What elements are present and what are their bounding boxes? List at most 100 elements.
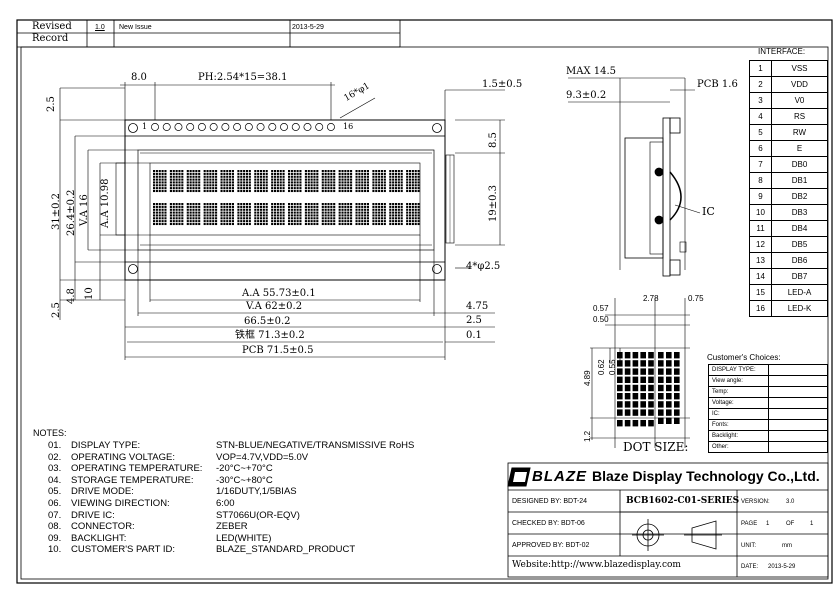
dim-height-aa: A.A 10.98 (100, 178, 111, 228)
pin-number: 5 (749, 124, 772, 141)
dim-right-8-5: 8.5 (488, 132, 499, 148)
dim-pin-offset: 8.0 (131, 72, 147, 83)
pin-number: 9 (749, 188, 772, 205)
pin-number: 11 (749, 220, 772, 237)
note-number: 10. (48, 544, 62, 556)
choice-value (768, 441, 828, 453)
dot-dim-4-89: 4.89 (583, 370, 592, 386)
page-label: PAGE (741, 521, 758, 527)
checked-by: CHECKED BY: BDT-06 (512, 520, 585, 527)
part-number: BCB1602-C01-SERIES (626, 496, 740, 506)
pin-number: 1 (749, 60, 772, 77)
choices-table: DISPLAY TYPE:View angle:Temp:Voltage:IC:… (708, 364, 828, 453)
page-value: 1 (766, 521, 770, 527)
dot-matrix-cell (617, 352, 680, 427)
title-block (507, 462, 829, 578)
note-number: 09. (48, 532, 62, 544)
note-value: LED(WHITE) (216, 532, 272, 544)
choice-value (768, 397, 828, 409)
pin-hole (291, 123, 300, 131)
dot-dim-1-2: 1.2 (583, 430, 592, 442)
note-value: 6:00 (216, 498, 235, 509)
company-logo: BLAZE (532, 468, 587, 485)
dot-dim-2-78: 2.78 (643, 294, 659, 303)
pin-name: DB1 (771, 172, 828, 189)
dim-height-va: V.A 16 (79, 194, 90, 226)
choices-row: Voltage: (708, 397, 828, 409)
note-key: CONNECTOR: (71, 521, 135, 533)
pin-name: DB4 (771, 220, 828, 237)
dot-dim-0-62: 0.62 (597, 359, 606, 375)
dot-size-title: DOT SIZE: (623, 440, 689, 454)
choice-label: IC: (708, 408, 769, 420)
dim-height-total: 31±0.2 (51, 192, 62, 230)
pin-number: 7 (749, 156, 772, 173)
pin-number: 2 (749, 76, 772, 93)
dot-dim-0-50: 0.50 (593, 315, 609, 324)
note-value: -30°C~+80°C (216, 474, 273, 486)
note-value: ZEBER (216, 521, 248, 533)
note-key: BACKLIGHT: (71, 532, 127, 544)
unit-value: mm (782, 543, 792, 549)
note-number: 04. (48, 474, 62, 486)
choice-label: View angle: (708, 375, 769, 387)
dim-r-2-5: 2.5 (466, 315, 482, 326)
logo-mark (507, 467, 531, 487)
choice-label: Backlight: (708, 430, 769, 442)
pin-hole (221, 123, 230, 131)
choice-label: Temp: (708, 386, 769, 398)
pin-hole (256, 123, 265, 131)
of-label: OF (786, 521, 795, 527)
note-value: ST7066U(OR-EQV) (216, 509, 300, 521)
pin-hole (303, 123, 312, 131)
date-label: DATE: (741, 564, 759, 570)
interface-title: INTERFACE: (758, 47, 806, 56)
note-value: 1/16DUTY,1/5BIAS (216, 486, 297, 498)
dim-max-thickness: MAX 14.5 (566, 66, 617, 77)
inner-border (20, 46, 829, 580)
pin-number: 3 (749, 92, 772, 109)
pin-number: 16 (749, 300, 772, 317)
choice-value (768, 364, 828, 376)
dim-bottom-10: 10 (84, 287, 95, 300)
note-number: 06. (48, 498, 62, 509)
choices-row: View angle: (708, 375, 828, 387)
dim-66-5-width: 66.5±0.2 (244, 316, 291, 327)
choice-value (768, 430, 828, 442)
note-number: 08. (48, 521, 62, 533)
side-view (568, 77, 701, 277)
choices-title: Customer's Choices: (707, 353, 781, 362)
dim-pcb-width: PCB 71.5±0.5 (242, 345, 314, 356)
revision-label: Revised (32, 21, 72, 32)
pin-hole (268, 123, 277, 131)
pin-hole (186, 123, 195, 131)
note-key: DRIVE MODE: (71, 486, 134, 498)
note-key: VIEWING DIRECTION: (71, 498, 170, 509)
revision-date: 2013-5-29 (292, 24, 324, 31)
pin-hole (174, 123, 183, 131)
pin-hole (162, 123, 171, 131)
dot-dim-0-57: 0.57 (593, 304, 609, 313)
note-key: DISPLAY TYPE: (71, 440, 141, 451)
note-value: STN-BLUE/NEGATIVE/TRANSMISSIVE RoHS (216, 440, 415, 451)
note-number: 03. (48, 463, 62, 475)
pin-16-label: 16 (343, 122, 354, 131)
unit-label: UNIT: (741, 543, 756, 549)
pin-name: DB0 (771, 156, 828, 173)
note-key: OPERATING VOLTAGE: (71, 451, 175, 463)
dim-va-width: V.A 62±0.2 (246, 301, 303, 312)
choice-label: Other: (708, 441, 769, 453)
approved-by: APPROVED BY: BDT-02 (512, 542, 590, 549)
choice-label: DISPLAY TYPE: (708, 364, 769, 376)
pin-name: DB2 (771, 188, 828, 205)
